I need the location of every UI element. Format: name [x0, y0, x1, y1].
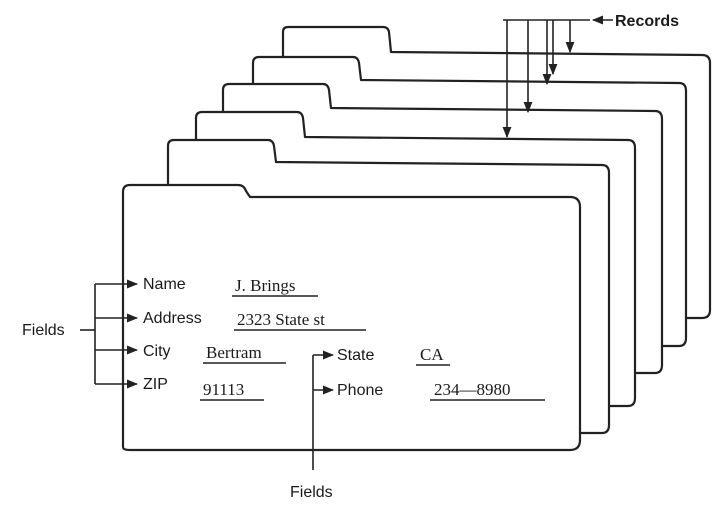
- field-label-address: Address: [143, 310, 202, 327]
- field-value-name: J. Brings: [235, 276, 295, 295]
- fields-caption-bottom: Fields: [290, 484, 333, 501]
- field-label-state: State: [337, 347, 374, 364]
- field-value-state: CA: [420, 345, 444, 364]
- field-label-zip: ZIP: [143, 376, 168, 393]
- fields-caption-left: Fields: [22, 322, 65, 339]
- field-label-name: Name: [143, 276, 186, 293]
- field-value-city: Bertram: [206, 343, 262, 362]
- records-caption: Records: [615, 13, 679, 30]
- field-label-city: City: [143, 343, 171, 360]
- field-value-address: 2323 State st: [237, 310, 325, 329]
- field-value-phone: 234—8980: [434, 380, 511, 399]
- field-label-phone: Phone: [337, 382, 383, 399]
- field-value-zip: 91113: [203, 380, 244, 399]
